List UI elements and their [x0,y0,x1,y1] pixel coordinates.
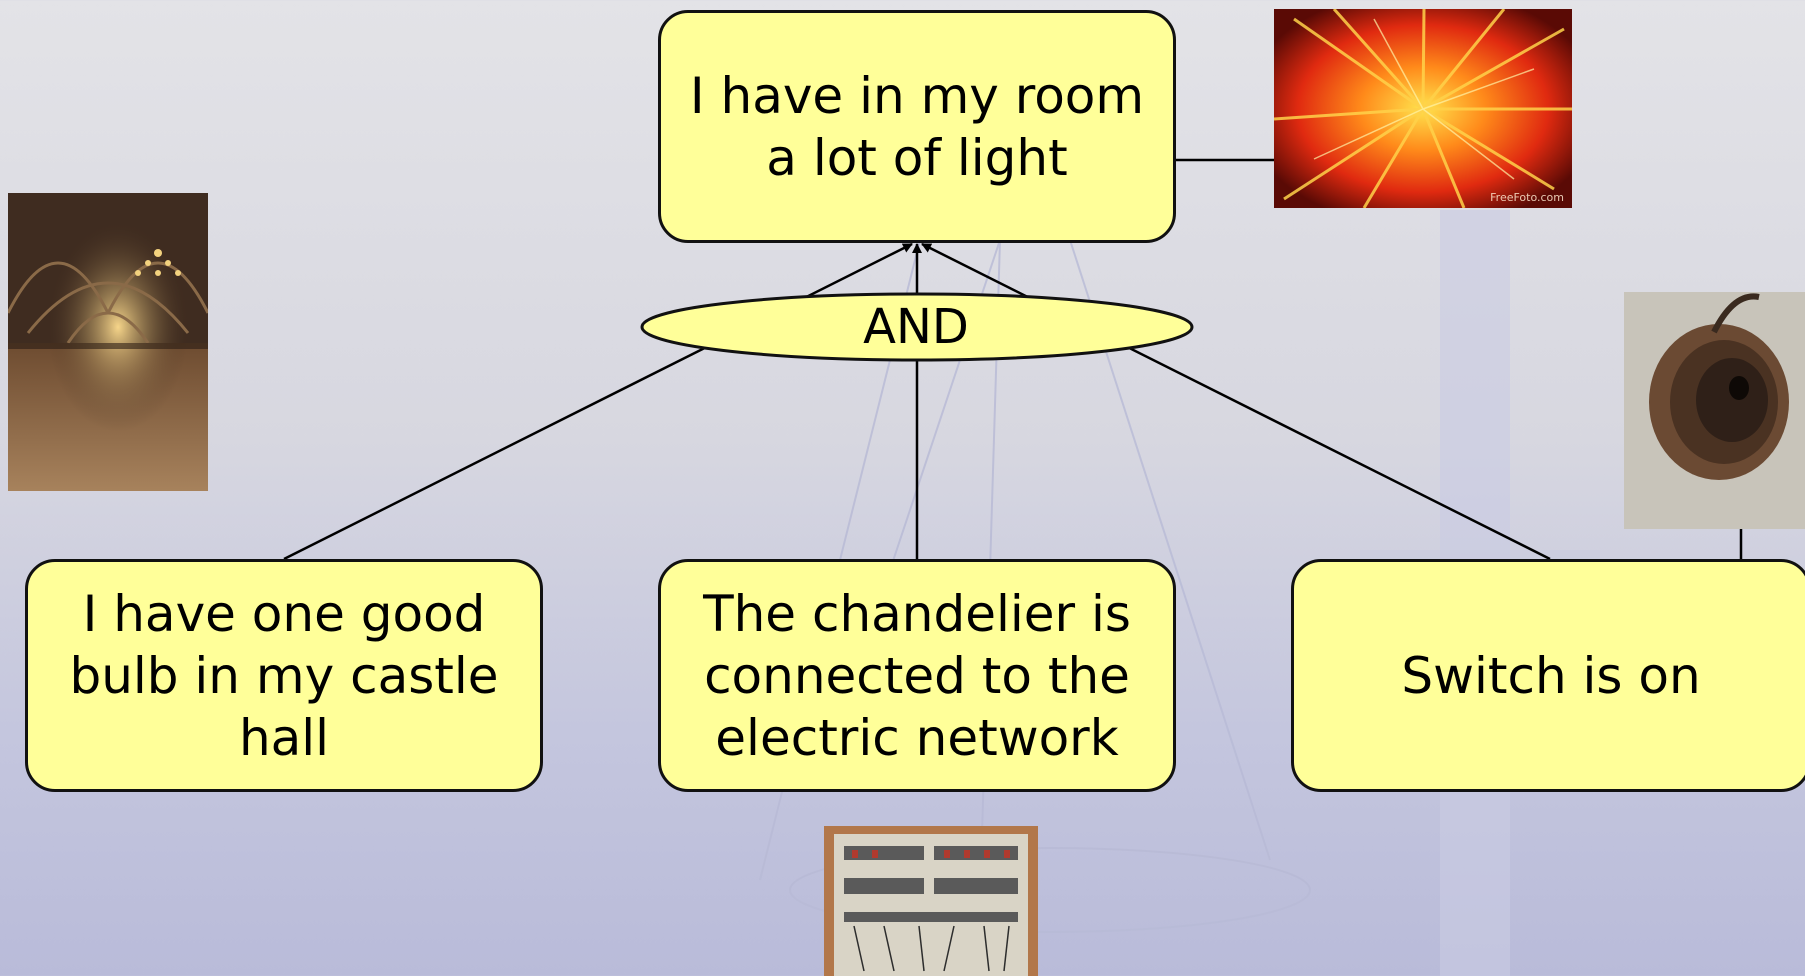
light-burst-photo: FreeFoto.com [1274,9,1572,208]
edge-switch-to-goal [921,242,1551,561]
photo-watermark: FreeFoto.com [1490,191,1564,204]
condition-label-switch: Switch is on [1401,646,1701,705]
edge-bulb-to-goal [283,242,913,561]
electric-panel-photo [824,826,1038,976]
condition-node-chandelier: The chandelier is connected to the elect… [658,559,1176,792]
castle-hall-photo [8,193,208,491]
condition-node-bulb: I have one good bulb in my castle hall [25,559,543,792]
condition-label-bulb: I have one good bulb in my castle hall [69,584,499,767]
and-ellipse [640,292,1194,362]
light-switch-photo [1624,292,1805,529]
condition-node-switch: Switch is on [1291,559,1805,792]
goal-node: I have in my room a lot of light [658,10,1176,243]
condition-label-chandelier: The chandelier is connected to the elect… [703,584,1131,767]
and-connector-label: AND [863,299,969,355]
goal-label: I have in my room a lot of light [689,66,1145,187]
